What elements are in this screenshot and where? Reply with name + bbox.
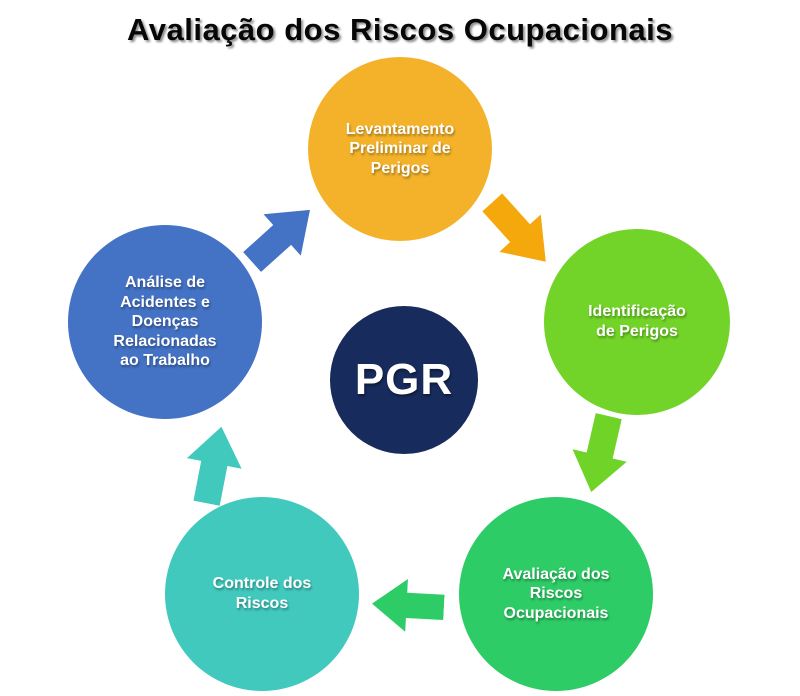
arrow-up-right-icon xyxy=(233,188,330,283)
diagram-title: Avaliação dos Riscos Ocupacionais xyxy=(127,12,673,47)
node-levantamento-label: Levantamento Preliminar de Perigos xyxy=(345,120,455,177)
arrow-up-icon xyxy=(178,421,250,509)
node-avaliacao-label: Avaliação dos Riscos Ocupacionais xyxy=(502,565,610,622)
arrow-left-icon xyxy=(371,576,446,635)
node-pgr-center: PGR xyxy=(330,306,478,454)
node-identificacao-label: Identificação de Perigos xyxy=(588,303,686,340)
node-analise-acidentes: Análise de Acidentes e Doenças Relaciona… xyxy=(68,225,262,419)
pgr-label: PGR xyxy=(354,355,454,404)
node-analise-label: Análise de Acidentes e Doenças Relaciona… xyxy=(113,274,217,370)
node-controle-riscos: Controle dos Riscos xyxy=(165,497,359,691)
node-identificacao-perigos: Identificação de Perigos xyxy=(544,229,730,415)
node-avaliacao-riscos: Avaliação dos Riscos Ocupacionais xyxy=(459,497,653,691)
node-controle-label: Controle dos Riscos xyxy=(212,575,312,612)
arrow-down-right-icon xyxy=(471,183,568,281)
arrow-down-icon xyxy=(563,409,637,498)
node-levantamento-preliminar: Levantamento Preliminar de Perigos xyxy=(308,57,492,241)
